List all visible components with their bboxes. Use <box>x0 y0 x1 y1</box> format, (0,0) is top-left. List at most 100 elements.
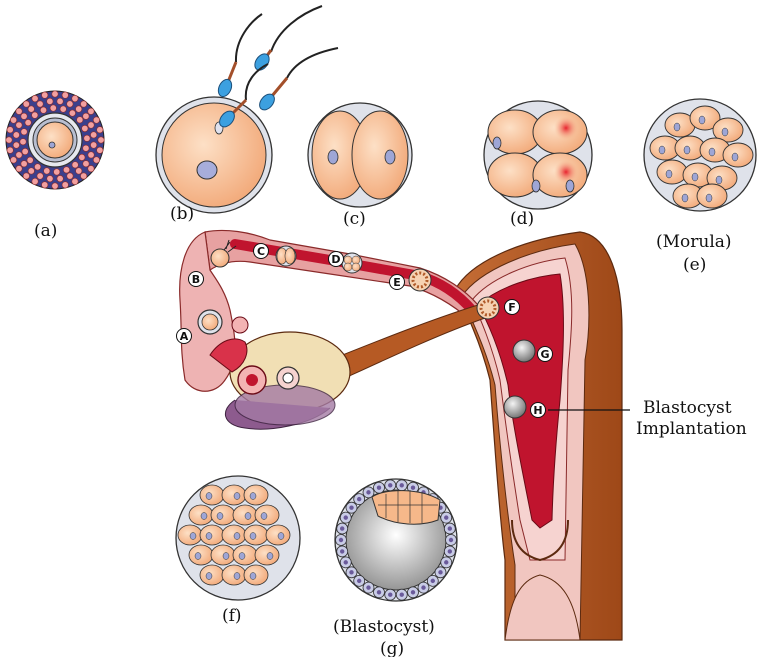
cell-nucleus <box>261 513 267 520</box>
cell-nucleus <box>206 573 212 580</box>
corona-cell <box>72 178 78 184</box>
corona-cell <box>6 137 12 143</box>
label-e: (e) <box>683 255 706 275</box>
corona-cell <box>80 173 86 179</box>
corona-cell <box>76 106 82 112</box>
cell-nucleus <box>206 533 212 540</box>
cell-nucleus <box>377 590 381 594</box>
cell-nucleus <box>732 153 738 161</box>
cell-nucleus <box>706 194 712 202</box>
cell-nucleus <box>400 592 404 596</box>
corona-cell <box>32 95 38 101</box>
cell-nucleus <box>250 493 256 500</box>
corona-cell <box>47 98 53 104</box>
marker-d: D <box>331 253 340 266</box>
cell-nucleus <box>340 549 344 553</box>
corona-cell <box>42 92 48 98</box>
corona-cell <box>83 145 89 151</box>
label-a: (a) <box>34 221 57 241</box>
sperm <box>216 14 262 99</box>
corona-cell <box>37 173 43 179</box>
cell-nucleus <box>709 148 715 156</box>
label-b: (b) <box>170 204 194 224</box>
corona-cell <box>21 161 27 167</box>
corona-cell <box>32 112 38 118</box>
corona-cell <box>44 168 50 174</box>
label-implantation-1: Blastocyst <box>643 398 732 418</box>
cell-nucleus <box>682 194 688 202</box>
corona-cell <box>28 168 34 174</box>
fertilization-stage <box>156 6 338 213</box>
corona-cell <box>60 106 66 112</box>
cell-nucleus <box>234 573 240 580</box>
cell-nucleus <box>411 590 415 594</box>
corona-cell <box>67 101 73 107</box>
corona-cell <box>98 137 104 143</box>
cell-nucleus <box>684 146 690 154</box>
corona-cell <box>23 101 29 107</box>
corona-cell <box>97 127 103 133</box>
cell-nucleus <box>438 570 442 574</box>
cell-nucleus <box>449 538 453 542</box>
two-cell-stage <box>308 103 412 207</box>
corona-cell <box>47 175 53 181</box>
label-g: (g) <box>380 639 404 657</box>
marker-c: C <box>257 245 265 258</box>
corona-cell <box>69 110 75 116</box>
marker-g: G <box>540 348 549 361</box>
cell-nucleus <box>674 123 680 131</box>
cell-nucleus <box>448 549 452 553</box>
corona-cell <box>57 98 63 104</box>
cell-nucleus <box>223 553 229 560</box>
corona-cell <box>37 101 43 107</box>
corona-cell <box>62 92 68 98</box>
cell-nucleus <box>388 483 392 487</box>
cell-nucleus <box>366 585 370 589</box>
cell-nucleus <box>234 533 240 540</box>
marker-b: B <box>192 273 200 286</box>
cell-nucleus <box>377 485 381 489</box>
cell-nucleus <box>278 533 284 540</box>
corona-cell <box>40 107 46 113</box>
corona-cell <box>20 139 26 145</box>
cell-nucleus <box>444 560 448 564</box>
label-blastocyst: (Blastocyst) <box>333 617 435 637</box>
corona-cell <box>72 162 78 168</box>
corona-cell <box>32 178 38 184</box>
cell-nucleus <box>411 485 415 489</box>
corona-cell <box>21 113 27 119</box>
corona-cell <box>90 132 96 138</box>
cell-nucleus <box>400 483 404 487</box>
corona-cell <box>72 95 78 101</box>
corona-cell <box>82 125 88 131</box>
corona-cell <box>80 101 86 107</box>
cell-nucleus <box>388 592 392 596</box>
cell-nucleus <box>250 573 256 580</box>
marker-h: H <box>533 404 542 417</box>
corona-cell <box>93 117 99 123</box>
sperm <box>252 6 322 73</box>
corona-cell <box>90 142 96 148</box>
corona-cell <box>16 152 22 158</box>
morula <box>644 99 756 211</box>
cell-nucleus <box>206 493 212 500</box>
cell-nucleus <box>344 515 348 519</box>
four-cell-stage <box>484 101 592 209</box>
corona-cell <box>76 168 82 174</box>
corona-cell <box>93 157 99 163</box>
corona-cell <box>22 148 28 154</box>
label-implantation-2: Implantation <box>636 419 747 439</box>
corona-cell <box>27 157 33 163</box>
cell-nucleus <box>340 526 344 530</box>
cell-nucleus <box>659 146 665 154</box>
label-c: (c) <box>343 209 366 229</box>
corona-cell <box>52 91 58 97</box>
marker-f: F <box>508 301 516 314</box>
corona-cell <box>7 127 13 133</box>
corona-cell <box>21 129 27 135</box>
corona-cell <box>83 113 89 119</box>
corona-cell <box>88 152 94 158</box>
cell-nucleus <box>349 570 353 574</box>
cell-nucleus <box>344 560 348 564</box>
